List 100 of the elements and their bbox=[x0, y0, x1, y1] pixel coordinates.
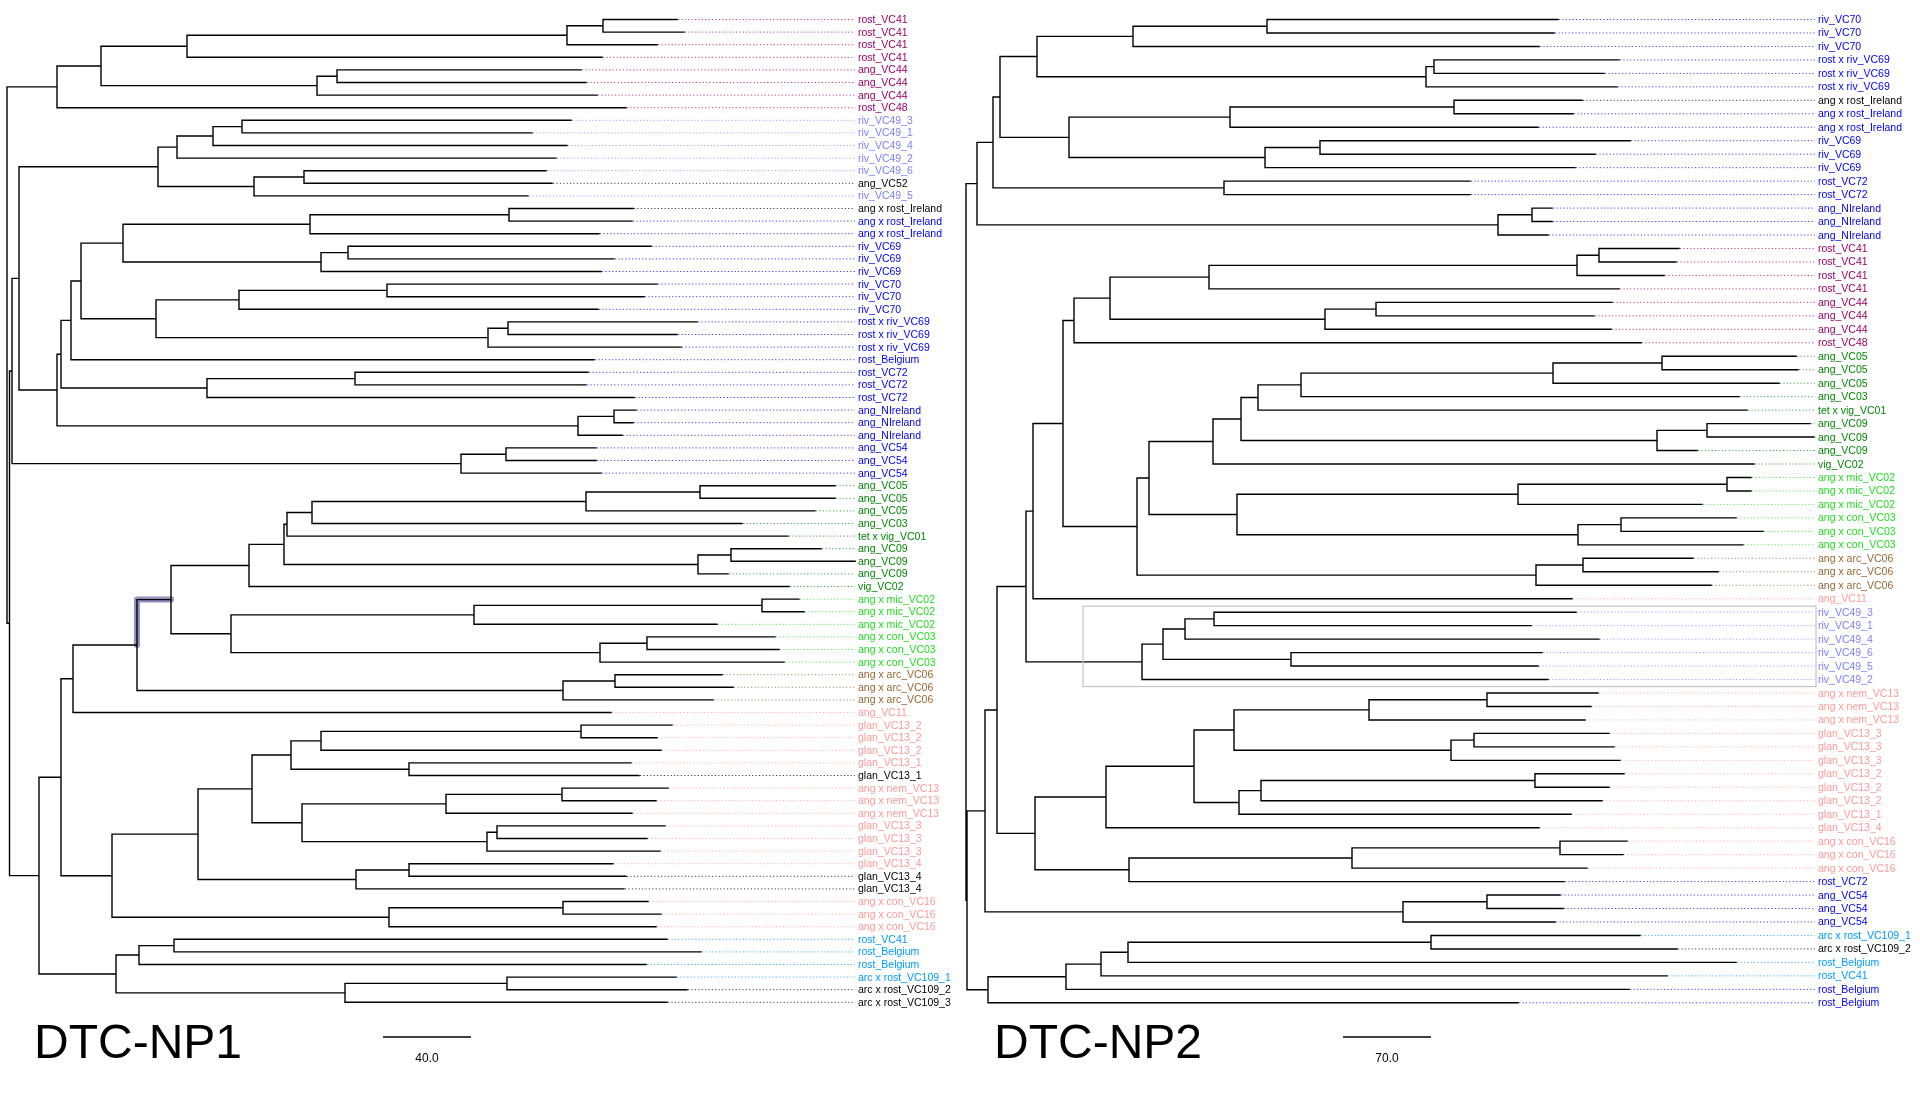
taxon-label: ang x nem_VC13 bbox=[1818, 713, 1900, 726]
taxon-label: tet x vig_VC01 bbox=[1818, 403, 1887, 416]
taxon-label: ang x rost_Ireland bbox=[858, 214, 943, 227]
taxon-label: ang_NIreland bbox=[858, 416, 922, 429]
taxon-label: ang x nem_VC13 bbox=[858, 794, 940, 807]
taxon-label: rost_VC41 bbox=[858, 38, 908, 51]
taxon-label: ang x arc_VC06 bbox=[858, 693, 934, 706]
taxon-label: glan_VC13_3 bbox=[858, 844, 922, 857]
taxon-label: ang x rost_Ireland bbox=[1818, 93, 1903, 106]
taxon-label: riv_VC70 bbox=[858, 290, 902, 303]
taxon-label: ang_VC05 bbox=[1818, 376, 1868, 389]
taxon-label: ang_NIreland bbox=[1818, 201, 1882, 214]
taxon-label: rost x riv_VC69 bbox=[1818, 80, 1890, 93]
taxon-label: ang x arc_VC06 bbox=[858, 668, 934, 681]
taxon-label: ang x mic_VC02 bbox=[1818, 470, 1896, 483]
taxon-label: ang x con_VC16 bbox=[858, 895, 936, 907]
taxon-label: riv_VC49_6 bbox=[858, 164, 913, 177]
taxon-label: rost_VC41 bbox=[1818, 255, 1868, 268]
taxon-label: rost_VC72 bbox=[858, 391, 908, 403]
taxon-label: ang x con_VC16 bbox=[1818, 861, 1896, 874]
taxon-label: ang_VC44 bbox=[858, 88, 908, 101]
taxon-label: glan_VC13_2 bbox=[858, 731, 922, 744]
taxon-label: glan_VC13_3 bbox=[1818, 753, 1882, 766]
taxon-label: rost x riv_VC69 bbox=[1818, 53, 1890, 66]
taxon-label: riv_VC69 bbox=[858, 265, 902, 277]
taxon-label: ang x con_VC03 bbox=[1818, 538, 1896, 551]
taxon-label: glan_VC13_1 bbox=[858, 769, 922, 781]
taxon-label: ang x nem_VC13 bbox=[1818, 699, 1900, 712]
taxon-label: glan_VC13_3 bbox=[858, 832, 922, 844]
taxon-label: glan_VC13_2 bbox=[858, 743, 922, 756]
taxon-label: ang x rost_Ireland bbox=[858, 202, 943, 214]
taxon-label: riv_VC49_6 bbox=[1818, 646, 1873, 659]
taxon-label: riv_VC49_1 bbox=[858, 126, 913, 139]
taxon-label: tet x vig_VC01 bbox=[858, 529, 927, 542]
taxon-label: ang_VC09 bbox=[858, 554, 908, 567]
taxon-label: ang_VC44 bbox=[1818, 309, 1868, 322]
taxon-label: glan_VC13_4 bbox=[1818, 821, 1882, 834]
taxon-label: arc x rost_VC109_2 bbox=[858, 983, 951, 996]
taxon-label: riv_VC69 bbox=[1818, 134, 1862, 147]
taxon-label: ang_NIreland bbox=[858, 428, 922, 441]
taxon-label: ang_VC44 bbox=[1818, 295, 1868, 308]
taxon-label: ang x con_VC03 bbox=[858, 630, 936, 643]
taxon-label: ang_VC54 bbox=[1818, 915, 1868, 928]
taxon-label: ang_VC05 bbox=[1818, 363, 1868, 376]
taxon-label: riv_VC49_5 bbox=[858, 189, 913, 202]
taxon-label: rost_VC72 bbox=[1818, 188, 1868, 201]
taxon-label: ang x arc_VC06 bbox=[1818, 551, 1894, 564]
taxon-label: ang_VC03 bbox=[858, 517, 908, 529]
taxon-label: riv_VC69 bbox=[1818, 161, 1862, 174]
taxon-label: arc x rost_VC109_1 bbox=[858, 970, 951, 983]
taxon-label: rost_VC41 bbox=[1818, 242, 1868, 254]
taxon-label: ang x mic_VC02 bbox=[1818, 497, 1896, 510]
taxon-label: ang x arc_VC06 bbox=[1818, 578, 1894, 591]
taxon-label: rost_VC72 bbox=[1818, 875, 1868, 888]
taxon-label: ang_VC09 bbox=[1818, 417, 1868, 430]
taxon-label: glan_VC13_2 bbox=[858, 718, 922, 731]
panel-title: DTC-NP1 bbox=[34, 1018, 242, 1066]
taxon-label: glan_VC13_1 bbox=[858, 756, 922, 769]
panel-title: DTC-NP2 bbox=[994, 1018, 1202, 1066]
taxon-label: ang_VC54 bbox=[1818, 888, 1868, 901]
taxon-label: glan_VC13_3 bbox=[1818, 726, 1882, 739]
taxon-label: ang_VC54 bbox=[1818, 902, 1868, 914]
taxon-label: ang_VC05 bbox=[858, 491, 908, 504]
taxon-label: riv_VC69 bbox=[1818, 147, 1862, 160]
taxon-label: ang x arc_VC06 bbox=[858, 680, 934, 693]
taxon-label: ang x con_VC03 bbox=[858, 655, 936, 668]
taxon-label: rost_Belgium bbox=[858, 958, 920, 970]
taxon-label: ang_VC09 bbox=[858, 542, 908, 555]
taxon-label: riv_VC69 bbox=[858, 252, 902, 265]
taxon-label: riv_VC69 bbox=[858, 239, 902, 252]
taxon-label: riv_VC70 bbox=[858, 277, 902, 290]
taxon-label: ang x mic_VC02 bbox=[858, 617, 936, 630]
taxon-label: vig_VC02 bbox=[858, 580, 904, 592]
taxon-label: rost_VC41 bbox=[858, 25, 908, 38]
taxon-label: glan_VC13_4 bbox=[858, 882, 922, 895]
taxon-label: glan_VC13_4 bbox=[858, 869, 922, 882]
taxon-label: ang_VC05 bbox=[858, 504, 908, 517]
taxon-label: riv_VC49_4 bbox=[1818, 632, 1873, 645]
taxon-label: glan_VC13_4 bbox=[858, 857, 922, 870]
taxon-label: ang x con_VC03 bbox=[1818, 511, 1896, 524]
taxon-label: glan_VC13_2 bbox=[1818, 794, 1882, 807]
taxon-label: rost_VC48 bbox=[1818, 336, 1868, 349]
taxon-label: ang_VC11 bbox=[1818, 592, 1867, 605]
taxon-label: rost_VC72 bbox=[858, 365, 908, 378]
taxon-label: ang x rost_Ireland bbox=[1818, 107, 1903, 120]
taxon-label: ang_NIreland bbox=[858, 403, 922, 416]
taxon-label: rost x riv_VC69 bbox=[858, 340, 930, 353]
taxon-label: ang x con_VC03 bbox=[858, 643, 936, 655]
taxon-label: ang_VC09 bbox=[1818, 444, 1868, 457]
taxon-label: ang x con_VC16 bbox=[858, 920, 936, 933]
taxon-label: ang_VC54 bbox=[858, 441, 908, 454]
taxon-label: riv_VC49_2 bbox=[858, 151, 913, 164]
taxon-label: glan_VC13_3 bbox=[858, 819, 922, 832]
taxon-label: rost x riv_VC69 bbox=[858, 328, 930, 340]
taxon-label: ang_VC54 bbox=[858, 466, 908, 479]
taxon-label: arc x rost_VC109_3 bbox=[858, 995, 951, 1008]
taxon-label: arc x rost_VC109_2 bbox=[1818, 942, 1911, 955]
taxon-label: ang_VC09 bbox=[858, 567, 908, 580]
taxon-label: rost_VC41 bbox=[1818, 268, 1868, 281]
taxon-label: glan_VC13_1 bbox=[1818, 807, 1882, 820]
